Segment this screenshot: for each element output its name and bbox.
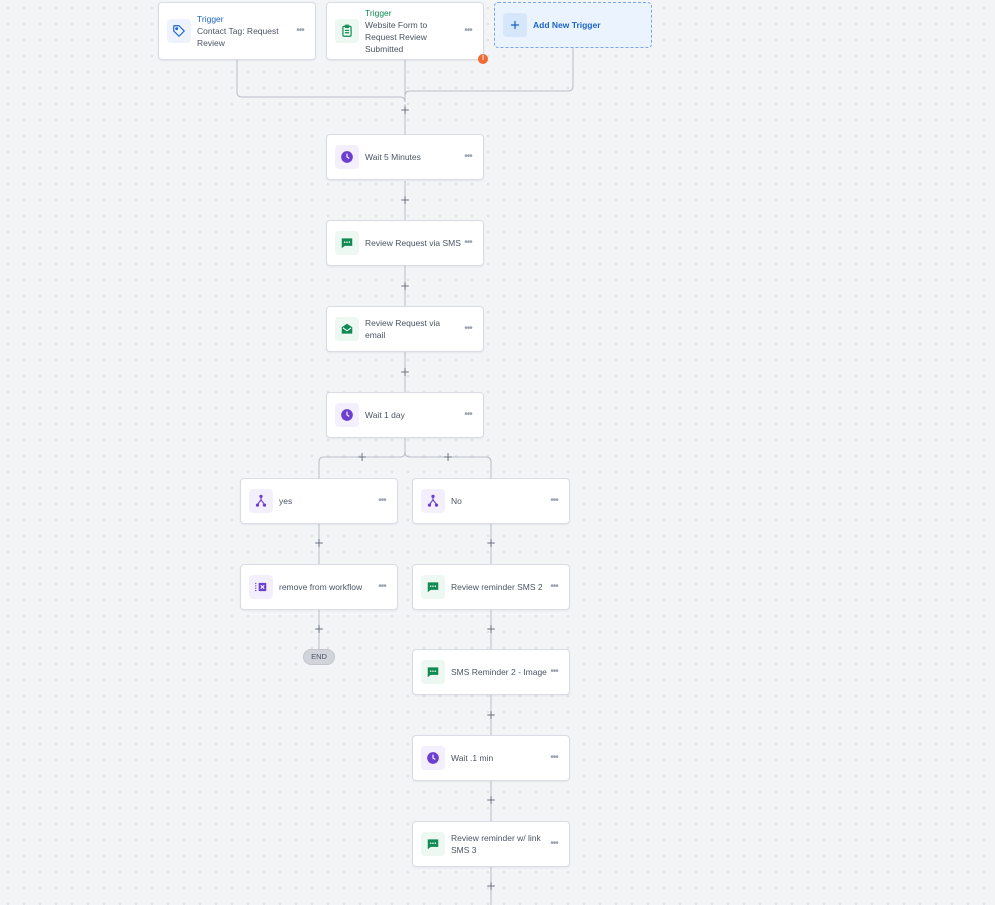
trigger-card-website-form[interactable]: Trigger Website Form to Request Review S…	[326, 2, 484, 60]
clipboard-icon	[335, 19, 359, 43]
trigger-card-contact-tag[interactable]: Trigger Contact Tag: Request Review •••	[158, 2, 316, 60]
sms-icon	[421, 575, 445, 599]
more-options-icon[interactable]: •••	[464, 25, 473, 36]
more-options-icon[interactable]: •••	[550, 838, 559, 849]
branch-label: yes	[279, 496, 293, 506]
add-step-button[interactable]: +	[399, 279, 411, 293]
action-remove-from-workflow[interactable]: remove from workflow •••	[240, 564, 398, 610]
more-options-icon[interactable]: •••	[296, 25, 305, 36]
add-branch-step-button-yes[interactable]: +	[356, 450, 368, 464]
sms-icon	[335, 231, 359, 255]
trigger-title: Trigger	[365, 8, 392, 18]
action-label: Review Request via email	[365, 318, 441, 340]
remove-workflow-icon	[249, 575, 273, 599]
more-options-icon[interactable]: •••	[550, 666, 559, 677]
more-options-icon[interactable]: •••	[378, 581, 387, 592]
tag-icon	[167, 19, 191, 43]
action-review-reminder-sms-2[interactable]: Review reminder SMS 2 •••	[412, 564, 570, 610]
trigger-text: Trigger Contact Tag: Request Review	[197, 13, 293, 49]
add-step-button[interactable]: +	[485, 622, 497, 636]
action-review-request-email[interactable]: Review Request via email •••	[326, 306, 484, 352]
more-options-icon[interactable]: •••	[464, 237, 473, 248]
action-label: Wait 5 Minutes	[365, 152, 421, 162]
more-options-icon[interactable]: •••	[550, 495, 559, 506]
action-sms-reminder-2-image[interactable]: SMS Reminder 2 - Image •••	[412, 649, 570, 695]
action-review-reminder-link-sms-3[interactable]: Review reminder w/ link SMS 3 •••	[412, 821, 570, 867]
action-label: Review reminder SMS 2	[451, 582, 543, 592]
trigger-description: Contact Tag: Request Review	[197, 26, 279, 48]
action-wait-1-min[interactable]: Wait .1 min •••	[412, 735, 570, 781]
clock-icon	[421, 746, 445, 770]
add-trigger-label: Add New Trigger	[533, 20, 601, 30]
branch-no[interactable]: No •••	[412, 478, 570, 524]
action-label: Review Request via SMS	[365, 238, 461, 248]
more-options-icon[interactable]: •••	[464, 323, 473, 334]
action-review-request-sms[interactable]: Review Request via SMS •••	[326, 220, 484, 266]
plus-icon	[503, 13, 527, 37]
sms-icon	[421, 832, 445, 856]
sms-icon	[421, 660, 445, 684]
add-step-button[interactable]: +	[399, 365, 411, 379]
branch-label: No	[451, 496, 462, 506]
more-options-icon[interactable]: •••	[550, 581, 559, 592]
clock-icon	[335, 145, 359, 169]
more-options-icon[interactable]: •••	[378, 495, 387, 506]
action-label: Review reminder w/ link SMS 3	[451, 833, 541, 855]
more-options-icon[interactable]: •••	[464, 409, 473, 420]
trigger-title: Trigger	[197, 14, 224, 24]
more-options-icon[interactable]: •••	[550, 752, 559, 763]
email-icon	[335, 317, 359, 341]
action-wait-1-day[interactable]: Wait 1 day •••	[326, 392, 484, 438]
more-options-icon[interactable]: •••	[464, 151, 473, 162]
add-step-button[interactable]: +	[485, 793, 497, 807]
add-branch-step-button-no[interactable]: +	[442, 450, 454, 464]
add-step-button[interactable]: +	[485, 536, 497, 550]
branch-icon	[249, 489, 273, 513]
add-step-button[interactable]: +	[313, 536, 325, 550]
clock-icon	[335, 403, 359, 427]
add-step-button[interactable]: +	[399, 103, 411, 117]
branch-icon	[421, 489, 445, 513]
add-step-button[interactable]: +	[313, 622, 325, 636]
add-step-button[interactable]: +	[485, 879, 497, 893]
end-marker: END	[303, 649, 335, 665]
trigger-description: Website Form to Request Review Submitted	[365, 20, 428, 54]
action-label: remove from workflow	[279, 582, 363, 592]
action-label: Wait .1 min	[451, 753, 494, 763]
add-step-button[interactable]: +	[485, 708, 497, 722]
action-label: Wait 1 day	[365, 410, 405, 420]
add-new-trigger-button[interactable]: Add New Trigger	[494, 2, 652, 48]
trigger-text: Trigger Website Form to Request Review S…	[365, 7, 461, 55]
branch-yes[interactable]: yes •••	[240, 478, 398, 524]
error-badge[interactable]: !	[478, 54, 488, 64]
add-step-button[interactable]: +	[399, 193, 411, 207]
action-label: SMS Reminder 2 - Image	[451, 667, 547, 677]
action-wait-5-minutes[interactable]: Wait 5 Minutes •••	[326, 134, 484, 180]
